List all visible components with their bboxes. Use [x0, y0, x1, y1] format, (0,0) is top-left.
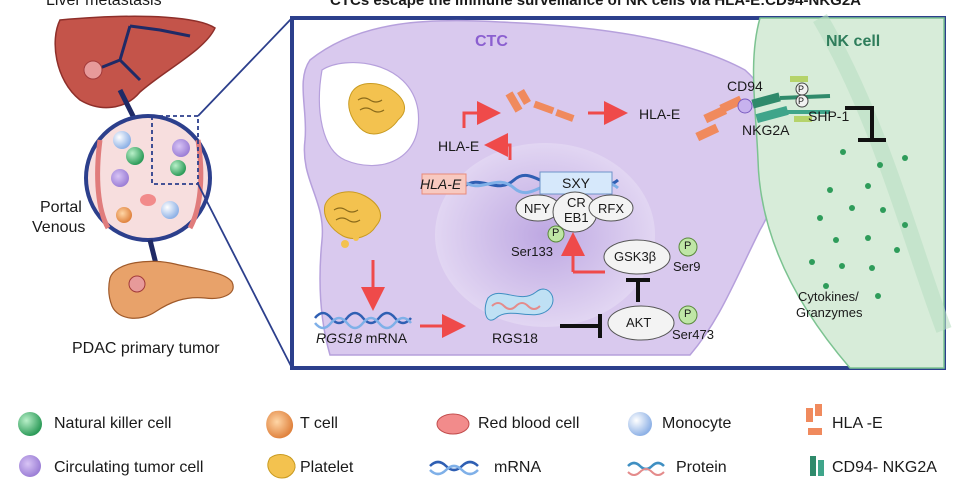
- ser473-label: Ser473: [672, 327, 714, 342]
- phospho-itim-2: [795, 94, 809, 108]
- legend-ctc-label: Circulating tumor cell: [54, 459, 204, 476]
- rgs18-mrna-label: RGS18 mRNA: [316, 330, 407, 346]
- gsk3b-node: [603, 239, 671, 275]
- arrow-gene-to-hla: [484, 133, 512, 160]
- rgs18-protein-ribbon: [484, 288, 554, 321]
- p-ser473-label: P: [684, 308, 692, 320]
- rgs18-mrna-wave: [314, 311, 412, 325]
- ser9-label: Ser9: [673, 259, 701, 274]
- surface-hla-e: [695, 95, 744, 142]
- gsk3b-label: GSK3β: [614, 249, 657, 264]
- rgs18-mrna-suffix: mRNA: [361, 330, 408, 346]
- portal-label-2: Venous: [32, 219, 86, 236]
- platelet-lower: [323, 191, 381, 239]
- legend-tcell-label: T cell: [300, 415, 338, 432]
- legend-icons: [18, 404, 824, 479]
- flow-arrows: [361, 101, 628, 338]
- zoom-line-bottom: [197, 183, 293, 369]
- rfx-node: [588, 194, 634, 222]
- rgs18-mrna-gene: RGS18: [316, 330, 362, 346]
- platelet-icon: [267, 454, 296, 479]
- pancreas-illustration: [108, 260, 234, 319]
- t-cell-icon: [266, 410, 294, 439]
- main-title: CTCs escape the immune surveillance of N…: [330, 0, 861, 9]
- sxy-label: SXY: [562, 175, 591, 191]
- shp1-label: SHP-1: [808, 108, 850, 124]
- phospho-ser133: [547, 225, 565, 243]
- creb1-label-2: EB1: [564, 210, 589, 225]
- phospho-ser473: [678, 305, 698, 325]
- hla-e-surface-label: HLA-E: [639, 106, 681, 122]
- creb1-label-1: CR: [567, 195, 586, 210]
- liver-title: Liver metastasis: [46, 0, 162, 9]
- hla-e-gene-label: HLA-E: [420, 176, 462, 192]
- protein-icon: [627, 461, 665, 476]
- cytokines-label-2: Granzymes: [796, 305, 863, 320]
- hla-e-gene-box: [421, 173, 467, 195]
- liver-illustration: [54, 15, 216, 109]
- akt-node: [607, 305, 675, 341]
- nk-nucleus-edge: [813, 13, 952, 333]
- nkg2a-label: NKG2A: [742, 122, 790, 138]
- legend-monocyte-label: Monocyte: [662, 415, 732, 432]
- zoom-line-top: [197, 17, 293, 117]
- legend-nk-label: Natural killer cell: [54, 415, 172, 432]
- hla-e-protein-label: HLA-E: [438, 138, 480, 154]
- legend-hla-label: HLA -E: [832, 415, 883, 432]
- legend-mrna-label: mRNA: [494, 459, 542, 476]
- ser133-label: Ser133: [511, 244, 553, 259]
- rgs18-protein-label: RGS18: [492, 330, 538, 346]
- cd94-nkg2a-icon: [810, 456, 824, 476]
- cytokines-label-1: Cytokines/: [798, 289, 859, 304]
- hla-e-transit: [505, 88, 575, 122]
- rfx-label: RFX: [598, 201, 624, 216]
- nfy-label: NFY: [524, 201, 550, 216]
- ctc-label: CTC: [475, 33, 508, 50]
- granzyme-granules: [809, 149, 908, 299]
- legend-rbc-label: Red blood cell: [478, 415, 580, 432]
- inhibition-marks: [560, 106, 886, 338]
- legend-platelet-label: Platelet: [300, 459, 354, 476]
- cd94-label: CD94: [727, 78, 763, 94]
- phospho-ser9: [678, 237, 698, 257]
- legend-protein-label: Protein: [676, 459, 727, 476]
- akt-label: AKT: [626, 315, 652, 330]
- nk-label: NK cell: [826, 33, 881, 50]
- vessel-magnifier: [84, 114, 212, 242]
- nk-cell-icon: [18, 412, 42, 436]
- legend-cd94-label: CD94- NKG2A: [832, 459, 937, 476]
- inhibit-shp1: [845, 106, 874, 140]
- p-ser133-label: P: [552, 227, 560, 239]
- portal-vein-upper: [117, 88, 138, 122]
- p-ser9-label: P: [684, 240, 692, 252]
- mrna-icon: [429, 460, 479, 476]
- arrow-hla-to-golgi: [462, 101, 501, 128]
- hla-e-icon: [806, 404, 822, 435]
- platelet-upper: [348, 83, 406, 135]
- primary-tumor-label: PDAC primary tumor: [72, 340, 220, 357]
- p2-label: P: [798, 96, 805, 106]
- ctc-icon: [19, 455, 41, 477]
- p1-label: P: [798, 84, 805, 94]
- monocyte-icon: [628, 412, 652, 436]
- portal-label-1: Portal: [40, 199, 82, 216]
- red-blood-cell-icon: [436, 413, 470, 435]
